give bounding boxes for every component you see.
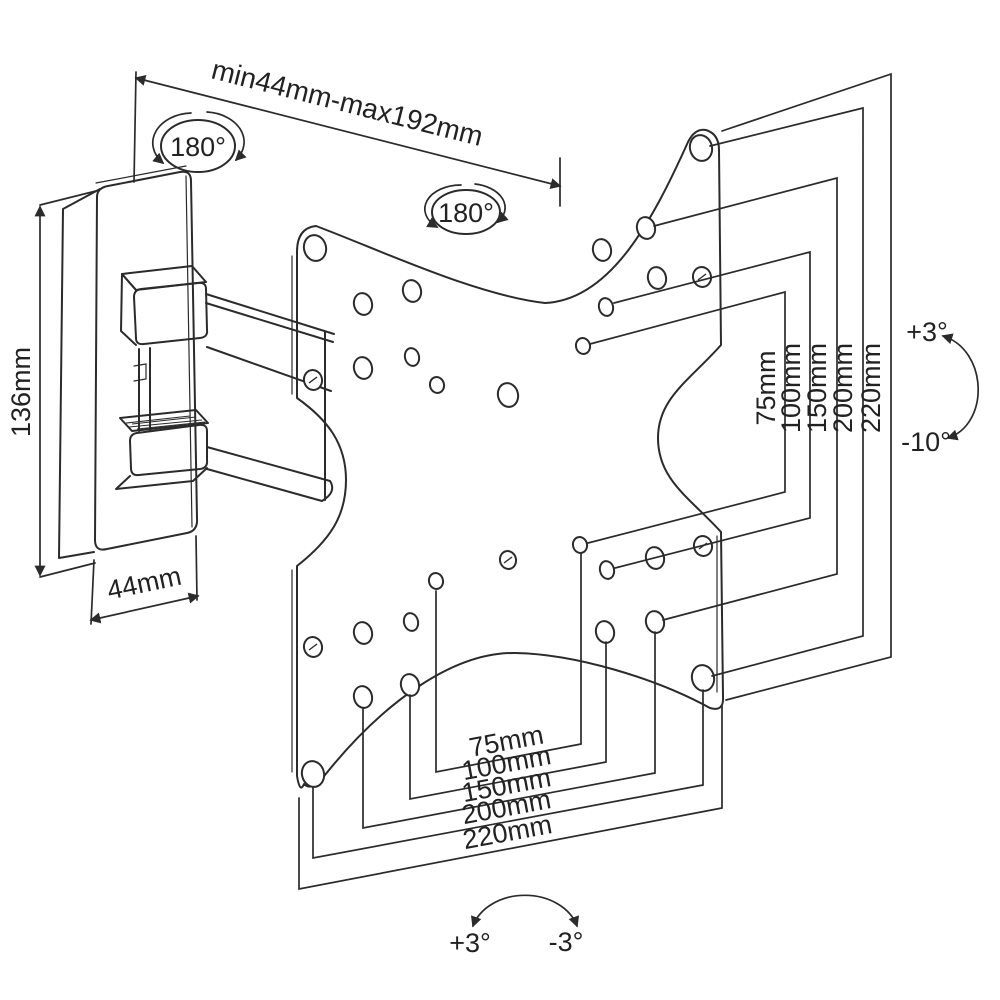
plate-thickness-lines bbox=[291, 255, 718, 773]
swivel-arrow-right-b bbox=[474, 183, 509, 224]
tilt-down-label: -10° bbox=[901, 427, 951, 457]
dimension-wall-plate-height: 136mm bbox=[6, 190, 97, 578]
mounting-hole bbox=[352, 685, 374, 709]
lower-block-front bbox=[129, 423, 209, 477]
vesa-vertical-100-label: 100mm bbox=[776, 343, 806, 433]
vesa-plate bbox=[291, 128, 725, 789]
dimension-vesa-horizontal: 75mm 100mm 150mm 200mm 220mm bbox=[298, 553, 723, 891]
hbracket-75 bbox=[435, 553, 582, 774]
vbracket-200 bbox=[709, 106, 864, 677]
mounting-hole bbox=[574, 337, 592, 355]
tilt-up-label: +3° bbox=[906, 317, 948, 347]
mounting-hole bbox=[427, 572, 445, 590]
mounting-hole bbox=[401, 279, 423, 303]
swivel-arrow-right-a bbox=[423, 184, 462, 228]
mounting-hole bbox=[300, 760, 326, 788]
mounting-holes bbox=[300, 134, 716, 788]
mounting-hole bbox=[403, 347, 421, 367]
swivel-left-label: 180° bbox=[170, 132, 226, 162]
vbracket-75 bbox=[587, 290, 786, 544]
vesa-vertical-75-label: 75mm bbox=[751, 350, 781, 425]
mounting-hole bbox=[690, 664, 716, 692]
mounting-hole bbox=[591, 238, 613, 262]
vesa-vertical-200-label: 200mm bbox=[828, 343, 858, 433]
mounting-hole bbox=[352, 621, 374, 645]
lower-block-knurl bbox=[125, 415, 206, 430]
mounting-hole bbox=[646, 266, 668, 290]
mounting-hole bbox=[597, 297, 615, 317]
swivel-right-label: 180° bbox=[438, 198, 494, 228]
tilt-angle-indicator: +3° -10° bbox=[901, 317, 979, 457]
dimension-arm-extension: min44mm-max192mm bbox=[133, 54, 562, 207]
mounting-hole bbox=[352, 356, 374, 380]
swivel-plus-label: +3° bbox=[449, 928, 491, 958]
swivel-arc-bottom bbox=[471, 894, 579, 928]
tilt-arc bbox=[941, 333, 979, 441]
mounting-hole bbox=[571, 536, 589, 554]
screw-slot bbox=[308, 376, 318, 384]
plate-outline bbox=[296, 128, 725, 789]
swivel-angle-indicator: +3° -3° bbox=[449, 894, 584, 958]
screw-slot bbox=[697, 273, 707, 281]
dimension-line-top bbox=[134, 74, 562, 190]
pivot-block-front bbox=[133, 281, 209, 346]
wall-plate-width-label: 44mm bbox=[104, 561, 184, 606]
mounting-hole bbox=[428, 376, 446, 394]
wall-plate-edge-detail bbox=[185, 175, 193, 528]
hinge-shaft bbox=[138, 347, 151, 432]
hbracket-100 bbox=[409, 641, 607, 801]
hinge-notch bbox=[133, 363, 147, 382]
lower-strut bbox=[206, 446, 334, 502]
vesa-vertical-220-label: 220mm bbox=[856, 343, 886, 433]
vbracket-100 bbox=[613, 250, 811, 569]
swivel-minus-label: -3° bbox=[549, 927, 584, 957]
hbracket-220 bbox=[298, 705, 723, 891]
mounting-hole bbox=[302, 234, 328, 262]
vesa-vertical-150-label: 150mm bbox=[802, 343, 832, 433]
swivel-arrow-left-b bbox=[206, 111, 247, 162]
extension-lines-136 bbox=[39, 190, 97, 578]
mounting-hole bbox=[598, 560, 616, 580]
lower-block-top bbox=[119, 409, 209, 432]
wall-plate-front-face bbox=[94, 170, 199, 551]
arm-extension-label: min44mm-max192mm bbox=[209, 54, 487, 152]
screw-slot bbox=[503, 556, 513, 564]
dimension-line-44 bbox=[89, 592, 200, 624]
swivel-ellipse-left bbox=[160, 119, 236, 173]
screw-slot bbox=[308, 643, 318, 651]
hbracket-200 bbox=[312, 689, 704, 860]
mounting-hole bbox=[402, 612, 420, 632]
vbracket-150 bbox=[653, 176, 838, 621]
mounting-hole bbox=[352, 292, 374, 316]
mounting-hole bbox=[496, 382, 520, 408]
mounting-hole bbox=[644, 610, 666, 634]
swivel-180-right: 180° bbox=[423, 183, 509, 235]
dimension-vesa-vertical: 75mm 100mm 150mm 200mm 220mm bbox=[587, 72, 892, 701]
hbracket-150 bbox=[362, 631, 656, 830]
swivel-arrow-left-a bbox=[151, 112, 192, 165]
swivel-180-left: 180° bbox=[151, 111, 247, 173]
lower-block-bottom bbox=[115, 467, 208, 490]
mounting-hole bbox=[399, 673, 421, 697]
vbracket-220 bbox=[721, 72, 892, 701]
wall-plate-side-face bbox=[58, 188, 101, 559]
wall-plate-height-label: 136mm bbox=[6, 347, 36, 437]
wall-mount-arm bbox=[58, 165, 335, 559]
mounting-hole bbox=[594, 620, 616, 644]
